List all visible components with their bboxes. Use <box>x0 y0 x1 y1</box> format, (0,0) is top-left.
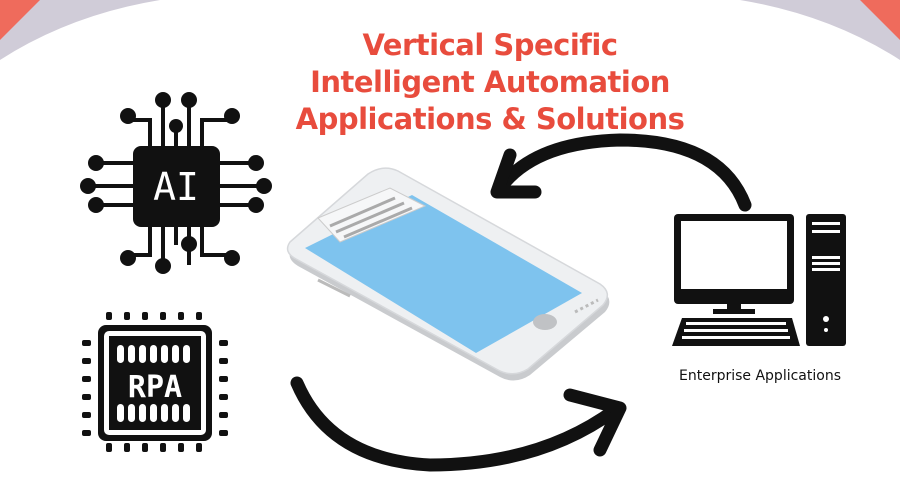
rpa-chip-label: RPA <box>128 370 182 405</box>
phone-screen <box>305 195 582 353</box>
ai-chip-icon: AI <box>80 92 272 274</box>
enterprise-applications-label: Enterprise Applications <box>679 368 841 384</box>
title-line-2: Intelligent Automation <box>310 65 670 99</box>
arrow-to-computer <box>290 376 627 472</box>
desktop-computer-icon <box>672 214 846 346</box>
rpa-chip-icon: RPA <box>82 312 228 452</box>
arrow-to-phone <box>490 133 752 212</box>
title-line-1: Vertical Specific <box>362 28 618 62</box>
title-line-3: Applications & Solutions <box>295 102 685 136</box>
corner-decoration-left <box>0 0 160 60</box>
ai-chip-label: AI <box>153 165 199 209</box>
page-title: Vertical Specific Intelligent Automation… <box>240 27 740 138</box>
smartphone-icon <box>286 167 610 381</box>
corner-decoration-right <box>740 0 900 60</box>
home-button <box>533 314 557 330</box>
